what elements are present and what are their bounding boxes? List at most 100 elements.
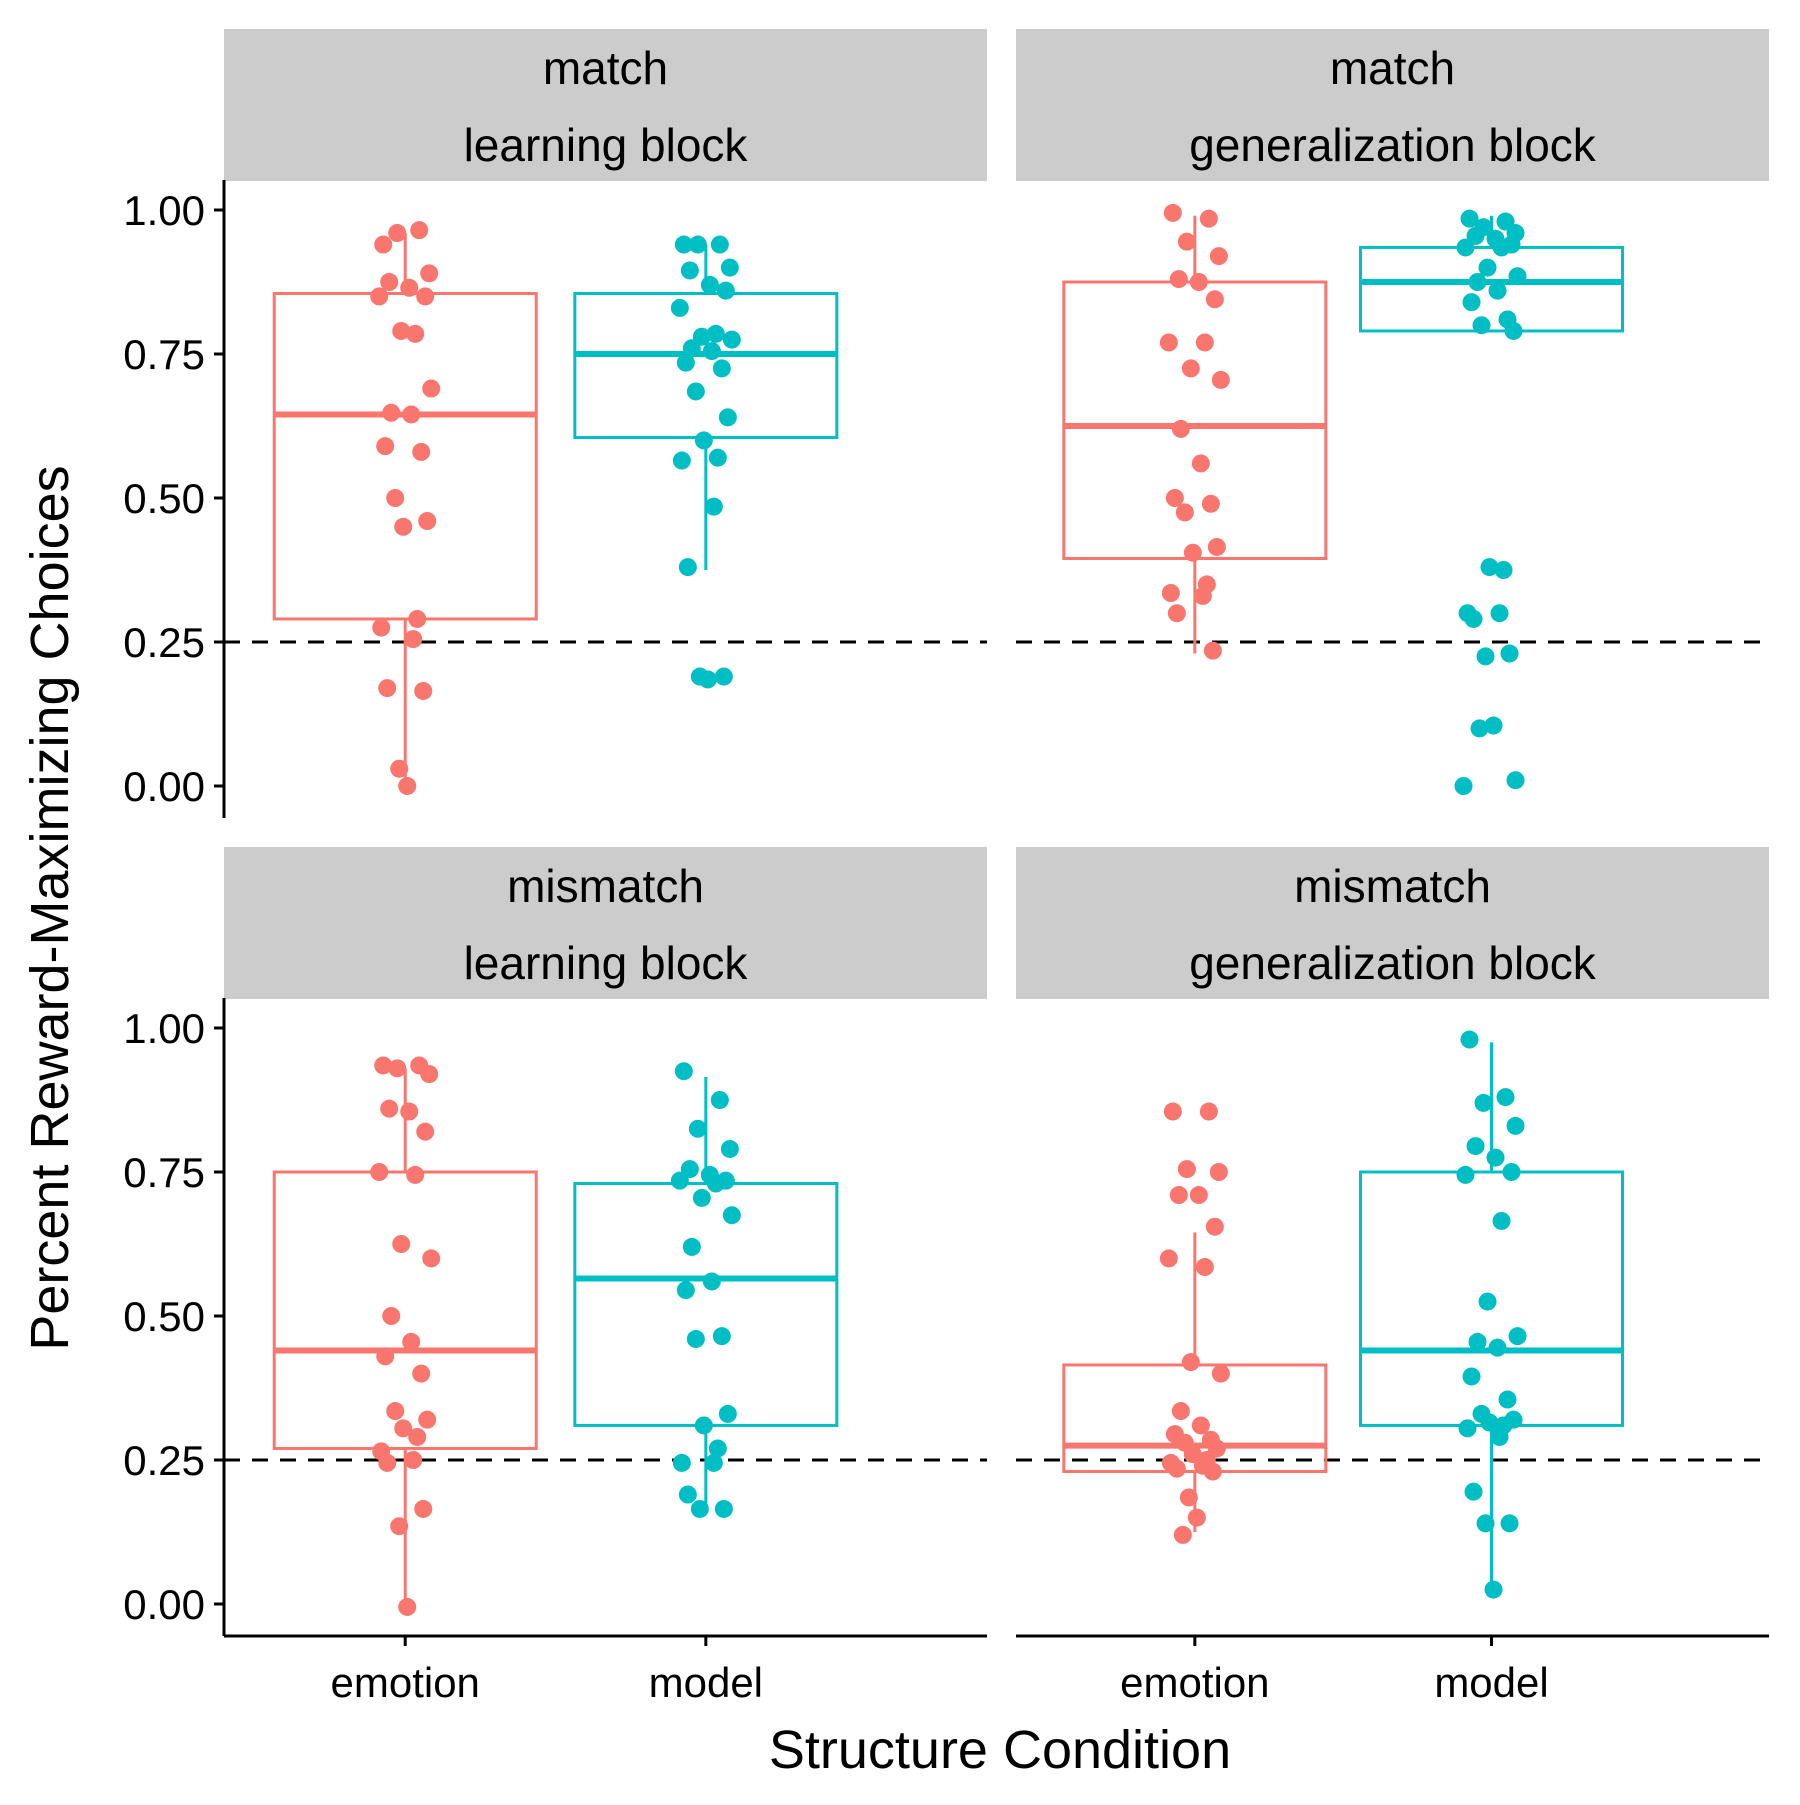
panel-mismatch-learning-block-emotion-point <box>418 1410 437 1429</box>
panel-match-learning-block-emotion-point <box>418 512 437 531</box>
panel-mismatch-learning-block-model-point <box>708 1439 727 1458</box>
panel-match-generalization-block-emotion-point <box>1159 333 1178 352</box>
panel-mismatch-learning-block-model-point <box>674 1062 693 1081</box>
panel-match-learning-block-emotion-box <box>272 292 538 621</box>
panel-mismatch-generalization-block-emotion-point <box>1211 1364 1230 1383</box>
panel-mismatch-learning-block-emotion-point <box>386 1402 405 1421</box>
panel-match-generalization-block-emotion-point <box>1161 584 1180 603</box>
panel-match-generalization-block-emotion-point <box>1191 454 1210 473</box>
panel-match-generalization-block-model-point <box>1472 316 1491 335</box>
panel-mismatch-generalization-block-model-point <box>1464 1482 1483 1501</box>
panel-match-generalization-block-model-point <box>1484 716 1503 735</box>
panel-mismatch-learning-block-model-point <box>722 1206 741 1225</box>
panel-mismatch-generalization-block-emotion-point <box>1209 1163 1228 1181</box>
panel-mismatch-generalization-block-emotion-point <box>1171 1402 1190 1421</box>
panel-match-learning-block-emotion-point <box>374 235 393 254</box>
strip-label-col: generalization block <box>1189 119 1597 171</box>
panel-match-learning-block-emotion-point <box>400 278 419 297</box>
panel-mismatch-learning-block-model-point <box>714 1499 733 1518</box>
panel-match-learning-block-emotion-point <box>416 287 435 306</box>
facet-strip-mismatch-generalization-block <box>1016 847 1769 999</box>
panel-match-generalization-block-emotion-point <box>1207 537 1226 556</box>
panel-match-learning-block-emotion-point <box>392 321 411 340</box>
panel-match-generalization-block-model-point <box>1488 281 1507 300</box>
panel-match-learning-block-model-point <box>702 342 721 361</box>
panel-match-learning-block-model-point <box>694 431 713 450</box>
panel-mismatch-learning-block-emotion-point <box>370 1163 389 1181</box>
panel-match-generalization-block-model-point <box>1490 604 1509 623</box>
panel-match-learning-block-model-box <box>573 292 839 440</box>
panel-mismatch-learning-block-emotion-point <box>404 1451 423 1469</box>
panel-mismatch-generalization-block-model-point <box>1500 1514 1519 1533</box>
panel-match-generalization-block-emotion-point <box>1169 270 1188 289</box>
panel-match-generalization-block-model-point <box>1476 647 1495 666</box>
panel-match-learning-block-emotion-point <box>404 630 423 649</box>
x-tick-label-emotion: emotion <box>1120 1659 1269 1706</box>
panel-match-generalization-block-emotion-point <box>1205 290 1224 309</box>
panel-mismatch-generalization-block-model-point <box>1488 1338 1507 1357</box>
panel-mismatch-generalization-block-emotion-point <box>1195 1258 1214 1277</box>
panel-mismatch-learning-block-model-point <box>690 1499 709 1518</box>
strip-label-row: mismatch <box>507 860 704 912</box>
panel-mismatch-learning-block-emotion-point <box>390 1517 409 1536</box>
panel-match-learning-block-model-point <box>720 258 739 277</box>
panel-match-learning-block-emotion-point <box>414 681 433 700</box>
panel-match-learning-block-emotion-point <box>394 517 413 536</box>
panel-mismatch-learning-block-emotion-point <box>420 1065 439 1084</box>
panel-mismatch-learning-block-model-point <box>692 1188 711 1207</box>
facet-strip-match-generalization-block <box>1016 29 1769 181</box>
panel-match-generalization-block-model-point <box>1500 644 1519 663</box>
panel-mismatch-learning-block-emotion-point <box>398 1597 417 1616</box>
panel-match-learning-block-model-point <box>710 235 729 254</box>
panel-mismatch-learning-block-emotion-point <box>380 1099 399 1118</box>
panel-mismatch-learning-block-model-point <box>676 1281 695 1300</box>
panel-match-learning-block-emotion-point <box>386 489 405 507</box>
panel-mismatch-generalization-block-model-point <box>1508 1327 1527 1346</box>
panel-mismatch-generalization-block-model-point <box>1460 1030 1479 1049</box>
panel-mismatch-generalization-block-model-point <box>1458 1419 1477 1438</box>
panel-mismatch-generalization-block-model-point <box>1478 1292 1497 1311</box>
panel-match-generalization-block-model-point <box>1508 267 1527 286</box>
panel-match-generalization-block-model-point <box>1454 777 1473 795</box>
panel-match-generalization-block-model-point <box>1492 238 1511 257</box>
panel-mismatch-generalization-block-emotion-point <box>1191 1416 1210 1435</box>
panel-match-generalization-block-model-point <box>1478 258 1497 277</box>
y-tick-label: 0.50 <box>123 475 205 522</box>
panel-match-learning-block-model-point <box>722 330 741 349</box>
panel-match-generalization-block-emotion-point <box>1171 419 1190 438</box>
panel-mismatch-generalization-block-model-point <box>1498 1390 1517 1409</box>
panel-mismatch-learning-block-emotion-point <box>402 1332 421 1351</box>
strip-label-col: generalization block <box>1189 937 1597 989</box>
panel-match-generalization-block-model-point <box>1456 238 1475 257</box>
panel-match-learning-block-model-point <box>688 235 707 254</box>
panel-mismatch-learning-block-model-point <box>678 1485 697 1504</box>
panel-match-learning-block-emotion-point <box>406 324 425 343</box>
panel-match-learning-block-model-point <box>716 281 735 300</box>
panel-mismatch-learning-block-emotion-point <box>412 1364 431 1383</box>
panel-mismatch-learning-block-emotion-point <box>378 1453 397 1472</box>
panel-mismatch-generalization-block-emotion-point <box>1169 1186 1188 1205</box>
panel-match-learning-block-model-point <box>680 261 699 280</box>
panel-match-learning-block-model-point <box>674 235 693 254</box>
panel-match-generalization-block-emotion-box <box>1062 280 1328 560</box>
y-tick-label: 0.75 <box>123 1149 205 1196</box>
panel-mismatch-generalization-block-model-point <box>1490 1427 1509 1446</box>
panel-match-learning-block-emotion-point <box>412 442 431 461</box>
panel-match-generalization-block-emotion-point <box>1183 543 1202 562</box>
panel-match-generalization-block-emotion-point <box>1189 273 1208 291</box>
strip-label-row: mismatch <box>1294 860 1491 912</box>
panel-mismatch-learning-block-model-point <box>672 1453 691 1472</box>
panel-mismatch-generalization-block-model-point <box>1484 1580 1503 1599</box>
panel-mismatch-learning-block-model-point <box>686 1330 705 1349</box>
y-tick-label: 0.00 <box>123 1581 205 1628</box>
panel-mismatch-learning-block-emotion-point <box>408 1427 427 1446</box>
panel-mismatch-generalization-block-model-point <box>1492 1211 1511 1230</box>
panel-match-learning-block-emotion-point <box>398 777 417 795</box>
panel-mismatch-learning-block-model-point <box>706 1174 725 1193</box>
panel-match-learning-block-model-point <box>714 667 733 686</box>
panel-match-generalization-block-emotion-point <box>1199 209 1218 228</box>
panel-match-learning-block-model-point <box>718 408 737 427</box>
y-tick-label: 0.50 <box>123 1293 205 1340</box>
panel-match-learning-block-emotion-point <box>376 437 395 456</box>
